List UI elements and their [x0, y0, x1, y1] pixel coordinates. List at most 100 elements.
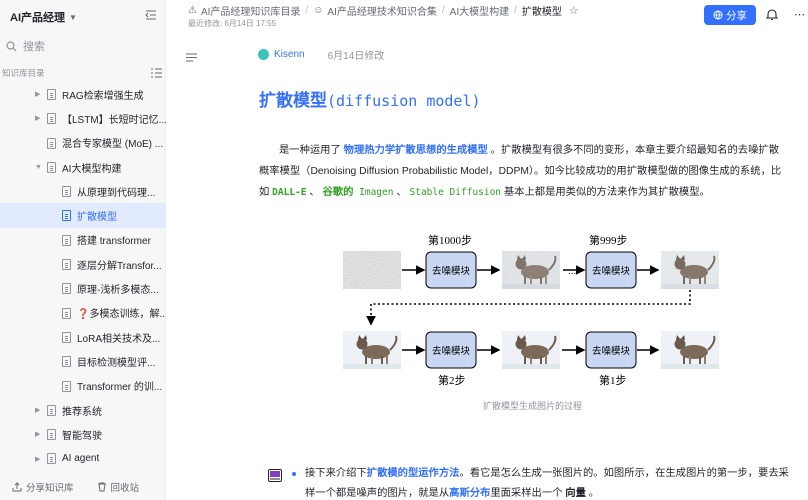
- doc-icon: [62, 356, 71, 368]
- search-icon: [6, 40, 17, 51]
- chevron-right-icon[interactable]: ▶: [35, 91, 41, 99]
- clean-cat-image: [660, 330, 720, 370]
- sidebar-item[interactable]: 从原理到代码理...: [0, 179, 166, 203]
- sidebar-item-label: 推荐系统: [62, 406, 102, 418]
- trash-button[interactable]: 回收站: [97, 480, 140, 494]
- toc-header: 知识库目录: [2, 67, 162, 79]
- highlight-text: 物理热力学扩散思想的生成模型: [343, 145, 488, 156]
- sidebar-item[interactable]: 逐层分解Transfor...: [0, 252, 166, 276]
- sidebar-item[interactable]: 搭建 transformer: [0, 228, 166, 252]
- code-text: DALL-E: [272, 187, 307, 198]
- bullet-paragraph: 接下来介绍下扩散模的型运作方法。看它是怎么生成一张图片的。如图所示，在生成图片的…: [305, 464, 795, 500]
- sidebar-item[interactable]: ▼AI大模型构建: [0, 155, 166, 179]
- step-label-1: 第1步: [599, 373, 627, 387]
- chevron-right-icon[interactable]: ▶: [35, 115, 41, 123]
- code-text: Imagen: [353, 187, 394, 198]
- sidebar-item-label: 搭建 transformer: [77, 236, 151, 248]
- text-run: 。扩散模型有很多不同的变形，本章主要介绍最知名的去噪扩散概率模型（Denoisi…: [259, 145, 782, 198]
- doc-icon: [62, 307, 71, 319]
- author-info: Kisenn 6月14日修改: [258, 47, 384, 62]
- less-noisy-cat-image: [660, 250, 720, 290]
- knowledge-base-title[interactable]: AI产品经理 ▼: [10, 9, 77, 25]
- cat-image: [501, 330, 561, 370]
- sidebar-item[interactable]: 原理-浅析多模态...: [0, 276, 166, 300]
- sidebar-item[interactable]: 扩散模型: [0, 203, 166, 228]
- sidebar-item[interactable]: Transformer 的训...: [0, 374, 166, 398]
- face-emoji-icon: ☺: [313, 5, 324, 16]
- more-icon[interactable]: ⋯: [794, 9, 805, 21]
- denoise-box-label: 去噪模块: [432, 265, 471, 277]
- breadcrumb: ⚠ AI产品经理知识库目录 / ☺ AI产品经理技术知识合集 / AI大模型构建…: [188, 3, 579, 18]
- denoise-box: [585, 251, 637, 289]
- doc-icon: [47, 404, 56, 416]
- chevron-right-icon[interactable]: ▶: [35, 455, 41, 463]
- collapse-sidebar-icon[interactable]: [144, 8, 158, 22]
- sidebar-item[interactable]: ▶ 智能驾驶: [0, 422, 166, 446]
- share-kb-label: 分享知识库: [26, 483, 74, 494]
- doc-icon: [62, 186, 71, 198]
- chevron-right-icon[interactable]: ▶: [35, 431, 41, 439]
- breadcrumb-separator: /: [441, 5, 445, 16]
- doc-icon: [47, 453, 56, 465]
- denoise-box-label: 去噪模块: [592, 265, 631, 277]
- noisy-cat-image: [501, 250, 561, 290]
- bell-icon[interactable]: [766, 8, 778, 21]
- sidebar-item[interactable]: ▶【LSTM】长短时记忆...: [0, 106, 166, 130]
- breadcrumb-separator: /: [514, 5, 517, 16]
- share-button[interactable]: 分享: [704, 5, 756, 25]
- film-icon: [268, 469, 282, 482]
- author-name[interactable]: Kisenn: [274, 49, 305, 60]
- sidebar-item-label: 智能驾驶: [62, 430, 102, 442]
- sidebar-item[interactable]: LoRA相关技术及...: [0, 325, 166, 349]
- sidebar-item[interactable]: ▶AI agent: [0, 446, 166, 470]
- text-run: 基本上都是用类似的方法来作为其扩散模型。: [501, 187, 710, 198]
- sidebar: AI产品经理 ▼ 搜索 知识库目录 ▶RAG检索增强生成▶【LSTM】长短时记忆…: [0, 0, 166, 500]
- sidebar-item-label: 混合专家模型 (MoE) ...: [62, 139, 164, 151]
- bullet-dot: [292, 472, 296, 476]
- chevron-down-icon[interactable]: ▼: [35, 163, 42, 171]
- sidebar-item-label: 从原理到代码理...: [77, 187, 156, 199]
- sidebar-item-label: 逐层分解Transfor...: [77, 260, 162, 272]
- doc-icon: [62, 210, 71, 222]
- denoise-box: [425, 251, 477, 289]
- avatar[interactable]: [258, 49, 269, 60]
- outline-icon[interactable]: [186, 53, 197, 62]
- step-label-1000: 第1000步: [428, 233, 472, 247]
- toc-list-icon[interactable]: [151, 68, 162, 78]
- doc-icon: [62, 283, 71, 295]
- toc-label: 知识库目录: [2, 68, 45, 78]
- doc-icon: [62, 380, 71, 392]
- sidebar-item-label: ❓多模态训练，解...: [77, 309, 166, 321]
- breadcrumb-item-2[interactable]: AI产品经理技术知识合集: [327, 7, 437, 18]
- share-icon: [12, 482, 22, 492]
- sidebar-item[interactable]: 目标检测模型评...: [0, 349, 166, 373]
- breadcrumb-item-1[interactable]: AI产品经理知识库目录: [200, 7, 301, 18]
- search-input[interactable]: 搜索: [6, 38, 45, 54]
- trash-label: 回收站: [110, 483, 140, 494]
- sidebar-item-label: 原理-浅析多模态...: [77, 285, 159, 297]
- doc-icon: [47, 89, 56, 100]
- star-icon[interactable]: ☆: [568, 5, 579, 17]
- denoise-box-label: 去噪模块: [592, 345, 631, 357]
- text-run: 里面采样出一个: [490, 488, 566, 499]
- highlight-text: 高斯分布: [449, 488, 491, 499]
- sidebar-item-label: 目标检测模型评...: [77, 357, 156, 369]
- breadcrumb-item-3[interactable]: AI大模型构建: [449, 7, 510, 18]
- text-run: 、: [306, 187, 323, 198]
- ellipsis: ...: [568, 266, 576, 277]
- sidebar-item[interactable]: ▶RAG检索增强生成: [0, 82, 166, 106]
- doc-icon: [47, 429, 56, 441]
- denoise-box-label: 去噪模块: [432, 345, 471, 357]
- doc-tree: ▶RAG检索增强生成▶【LSTM】长短时记忆... 混合专家模型 (MoE) ..…: [0, 82, 166, 471]
- sidebar-item[interactable]: 混合专家模型 (MoE) ...: [0, 131, 166, 155]
- sidebar-item[interactable]: ▶ 推荐系统: [0, 398, 166, 422]
- trash-icon: [97, 482, 106, 492]
- sidebar-footer: 分享知识库 回收站: [0, 480, 166, 494]
- text-run: 、: [393, 187, 410, 198]
- chevron-right-icon[interactable]: ▶: [35, 407, 41, 414]
- doc-icon: [47, 161, 56, 173]
- share-kb-button[interactable]: 分享知识库: [12, 480, 74, 494]
- sidebar-item-label: Transformer 的训...: [77, 382, 163, 394]
- sidebar-item[interactable]: ❓多模态训练，解...: [0, 301, 166, 325]
- diffusion-process-figure: 第1000步 第999步 去噪模块 ... 去噪模块 去噪模块 去噪模块 第2步…: [342, 233, 720, 387]
